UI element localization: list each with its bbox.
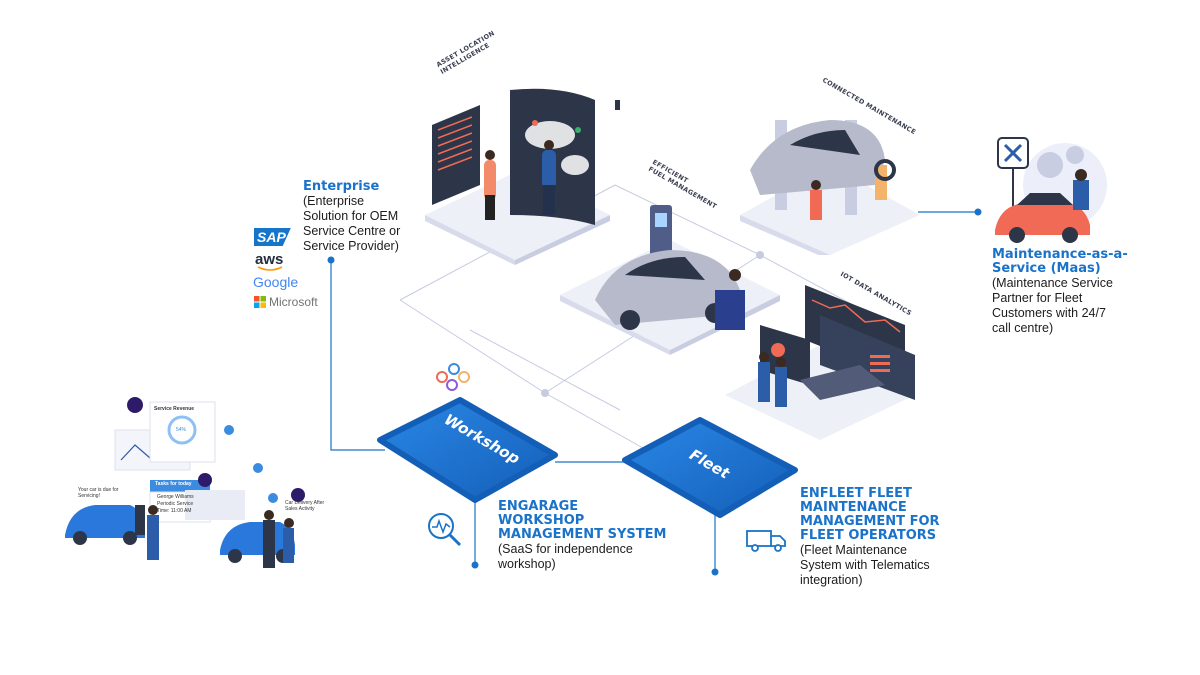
fuel-management-platform <box>560 205 780 355</box>
task-time: Time: 11:00 AM <box>157 508 192 514</box>
workshop-desc-2: workshop) <box>498 557 556 571</box>
google-logo: Google <box>253 274 299 290</box>
fleet-title-3: MANAGEMENT FOR <box>800 514 940 529</box>
enterprise-desc-1: (Enterprise <box>303 194 365 208</box>
fleet-desc-3: integration) <box>800 573 863 587</box>
microsoft-logo: Microsoft <box>269 295 318 309</box>
workshop-illustration <box>65 397 305 568</box>
aws-smile-icon <box>257 266 283 271</box>
maas-title-2: Service (Maas) <box>992 261 1101 276</box>
truck-icon <box>746 530 786 552</box>
tasks-today-label: Tasks for today <box>155 481 192 487</box>
revenue-percent: 54% <box>176 427 187 433</box>
service-revenue-label: Service Revenue <box>154 406 195 412</box>
maas-title-1: Maintenance-as-a- <box>992 247 1128 262</box>
iot-analytics-platform <box>725 285 915 440</box>
car-delivery-notice: Car Delivery After Sales Activity <box>285 500 325 512</box>
maas-block: Maintenance-as-a- Service (Maas) (Mainte… <box>992 248 1128 336</box>
enterprise-title: Enterprise <box>303 179 380 194</box>
fleet-title-1: ENFLEET FLEET <box>800 486 912 501</box>
connected-maintenance-platform <box>740 120 920 255</box>
workshop-title-1: ENGARAGE <box>498 499 579 514</box>
fleet-title-2: MAINTENANCE <box>800 500 907 515</box>
analytics-magnifier-icon <box>428 513 462 547</box>
maas-desc-2: Partner for Fleet <box>992 291 1083 305</box>
microsoft-icon <box>254 296 266 308</box>
task-person: George Williams <box>157 494 194 500</box>
fleet-desc-2: System with Telematics <box>800 558 930 572</box>
fleet-tile[interactable] <box>620 415 805 525</box>
enterprise-desc-3: Service Centre or <box>303 224 401 238</box>
car-due-notice: Your car is due for Servicing! <box>78 487 119 499</box>
task-job: Periodic Service <box>157 501 194 507</box>
aws-logo: aws <box>255 251 284 268</box>
maas-desc-4: call centre) <box>992 321 1054 335</box>
sap-logo: SAP <box>254 228 291 246</box>
workshop-tile[interactable] <box>375 395 565 510</box>
maas-illustration <box>995 137 1107 243</box>
integration-icon <box>436 363 470 391</box>
enterprise-desc-4: Service Provider) <box>303 239 399 253</box>
enterprise-block: Enterprise (Enterprise Solution for OEM … <box>303 180 400 254</box>
fleet-desc-1: (Fleet Maintenance <box>800 543 908 557</box>
fleet-block: ENFLEET FLEET MAINTENANCE MANAGEMENT FOR… <box>800 487 940 588</box>
workshop-desc-1: (SaaS for independence <box>498 542 633 556</box>
fleet-title-4: FLEET OPERATORS <box>800 528 937 543</box>
workshop-block: ENGARAGE WORKSHOP MANAGEMENT SYSTEM (Saa… <box>498 500 666 572</box>
workshop-title-3: MANAGEMENT SYSTEM <box>498 527 667 542</box>
enterprise-desc-2: Solution for OEM <box>303 209 399 223</box>
maas-desc-1: (Maintenance Service <box>992 276 1113 290</box>
maas-desc-3: Customers with 24/7 <box>992 306 1106 320</box>
workshop-title-2: WORKSHOP <box>498 513 585 528</box>
asset-location-platform <box>425 88 620 265</box>
